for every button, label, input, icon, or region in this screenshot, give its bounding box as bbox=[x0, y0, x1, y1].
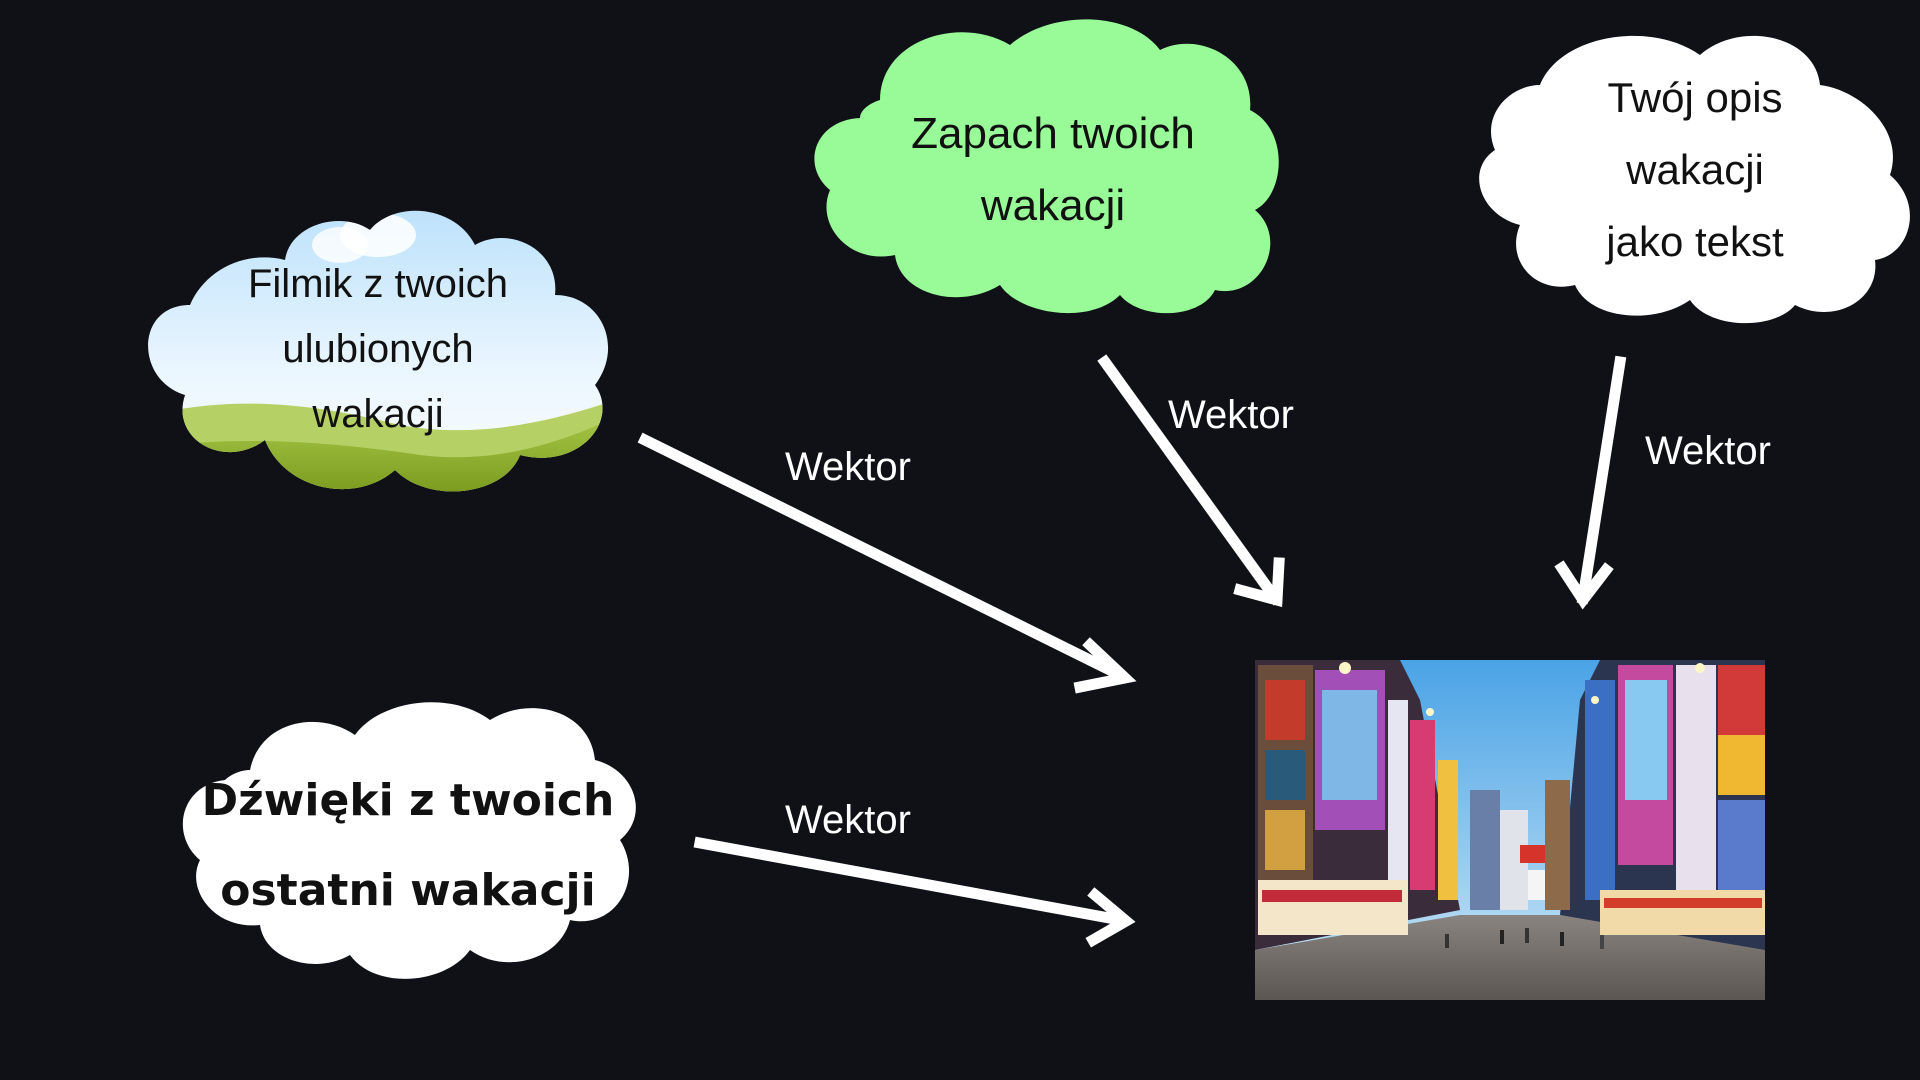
arrow-text-shaft bbox=[1576, 355, 1627, 605]
text-cloud-line-2: wakacji bbox=[1625, 146, 1764, 193]
arrow-smell-label: Wektor bbox=[1168, 393, 1294, 437]
street-photo bbox=[1255, 660, 1765, 1000]
text-cloud-shape bbox=[1479, 35, 1910, 324]
sound-cloud-line-1: Dźwięki z twoich bbox=[202, 775, 615, 826]
arrow-text-head bbox=[1554, 560, 1614, 610]
arrow-smell-shaft bbox=[1097, 354, 1283, 606]
video-cloud-line-2: ulubionych bbox=[282, 327, 473, 371]
arrow-text: Wektor bbox=[1554, 355, 1771, 610]
video-cloud-line-3: wakacji bbox=[311, 392, 443, 436]
video-cloud: Filmik z twoich ulubionych wakacji bbox=[148, 210, 609, 492]
arrow-smell: Wektor bbox=[1097, 354, 1294, 608]
smell-cloud-line-1: Zapach twoich bbox=[911, 109, 1195, 158]
text-cloud-line-3: jako tekst bbox=[1604, 218, 1784, 265]
arrow-video-shaft bbox=[637, 432, 1128, 683]
text-cloud-line-1: Twój opis bbox=[1607, 74, 1782, 121]
arrow-sound: Wektor bbox=[693, 798, 1136, 948]
sound-cloud-line-2: ostatni wakacji bbox=[220, 865, 595, 916]
arrow-video: Wektor bbox=[637, 432, 1137, 694]
photo-street bbox=[1255, 915, 1765, 1000]
arrow-video-head bbox=[1073, 637, 1137, 694]
smell-cloud: Zapach twoich wakacji bbox=[814, 19, 1279, 314]
sound-cloud: Dźwięki z twoich ostatni wakacji bbox=[182, 702, 636, 979]
sound-cloud-shape bbox=[182, 702, 636, 979]
arrow-smell-head bbox=[1233, 557, 1285, 608]
smell-cloud-line-2: wakacji bbox=[980, 181, 1125, 230]
arrow-sound-label: Wektor bbox=[785, 798, 911, 842]
arrow-sound-head bbox=[1085, 887, 1136, 948]
arrow-video-label: Wektor bbox=[785, 445, 911, 489]
video-cloud-line-1: Filmik z twoich bbox=[248, 262, 508, 306]
arrow-sound-shaft bbox=[693, 836, 1127, 927]
arrow-text-label: Wektor bbox=[1645, 429, 1771, 473]
smell-cloud-shape bbox=[814, 19, 1279, 314]
text-cloud: Twój opis wakacji jako tekst bbox=[1479, 35, 1910, 324]
